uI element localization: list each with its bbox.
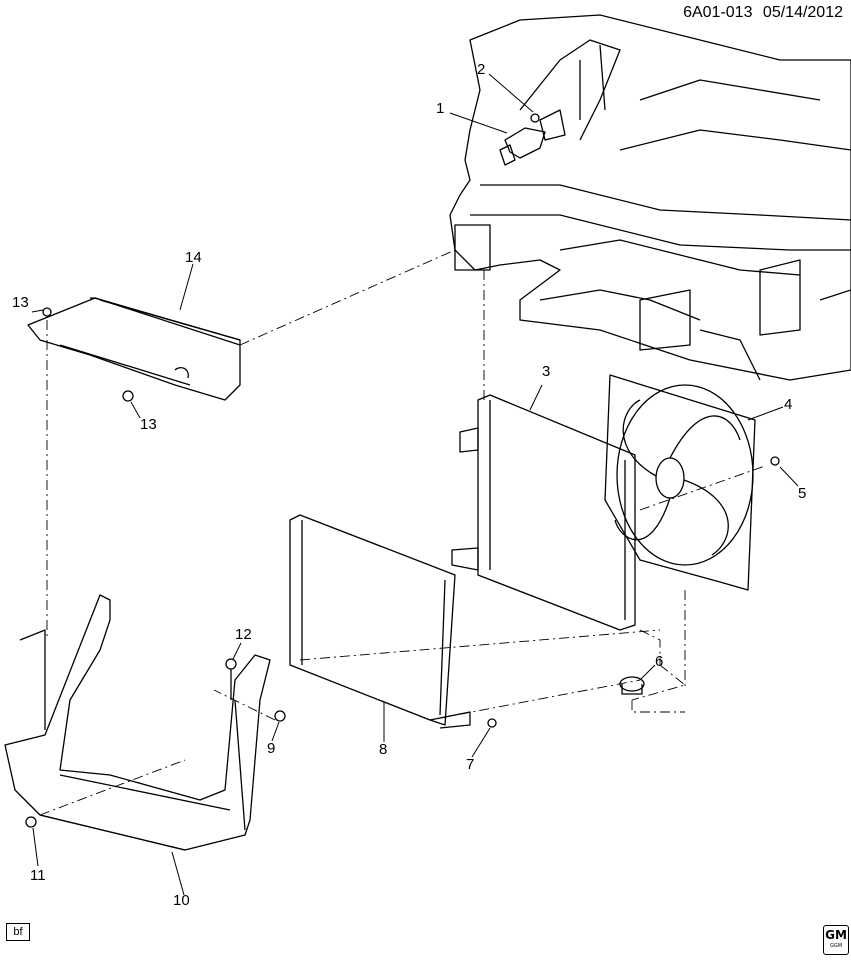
alignment-lines	[39, 249, 766, 816]
gm-logo: GM GGM	[823, 925, 849, 955]
part-10-lower-deflector	[4, 594, 271, 851]
callout-5: 5	[798, 485, 807, 502]
gm-logo-text: GM	[825, 928, 847, 942]
part-13-upper-pin	[42, 307, 52, 317]
callout-11: 11	[30, 867, 46, 884]
part-4-fan-shroud	[604, 374, 756, 591]
part-1-bracket	[504, 127, 546, 159]
callout-8: 8	[379, 741, 388, 758]
callout-1: 1	[436, 100, 445, 117]
callout-2: 2	[477, 61, 486, 78]
callout-13-lower: 13	[140, 416, 157, 433]
diagram-date: 05/14/2012	[762, 4, 843, 21]
part-9-clip	[274, 710, 286, 722]
part-14-air-baffle	[27, 297, 241, 401]
callout-6: 6	[655, 653, 664, 670]
bf-badge: bf	[6, 923, 30, 941]
part-11-pin	[25, 816, 37, 828]
part-7-bolt	[487, 718, 497, 728]
part-3-radiator	[451, 394, 636, 631]
callout-9: 9	[267, 740, 276, 757]
part-2-bolt	[530, 113, 540, 123]
part-13-lower-pin	[122, 390, 134, 402]
vehicle-front-structure	[449, 14, 851, 381]
callout-7: 7	[466, 756, 475, 773]
callout-14: 14	[185, 249, 202, 266]
callout-3: 3	[542, 363, 551, 380]
part-8-condenser	[289, 514, 471, 729]
part-12-pin	[225, 658, 237, 700]
callout-12: 12	[235, 626, 252, 643]
callout-13-upper: 13	[12, 294, 29, 311]
callout-4: 4	[784, 396, 793, 413]
gm-logo-subtext: GGM	[829, 943, 843, 949]
part-5-bolt	[770, 456, 780, 466]
callout-10: 10	[173, 892, 190, 909]
diagram-header: 6A01-013 05/14/2012	[677, 4, 843, 22]
diagram-code: 6A01-013	[683, 4, 753, 21]
leader-lines	[31, 73, 799, 896]
